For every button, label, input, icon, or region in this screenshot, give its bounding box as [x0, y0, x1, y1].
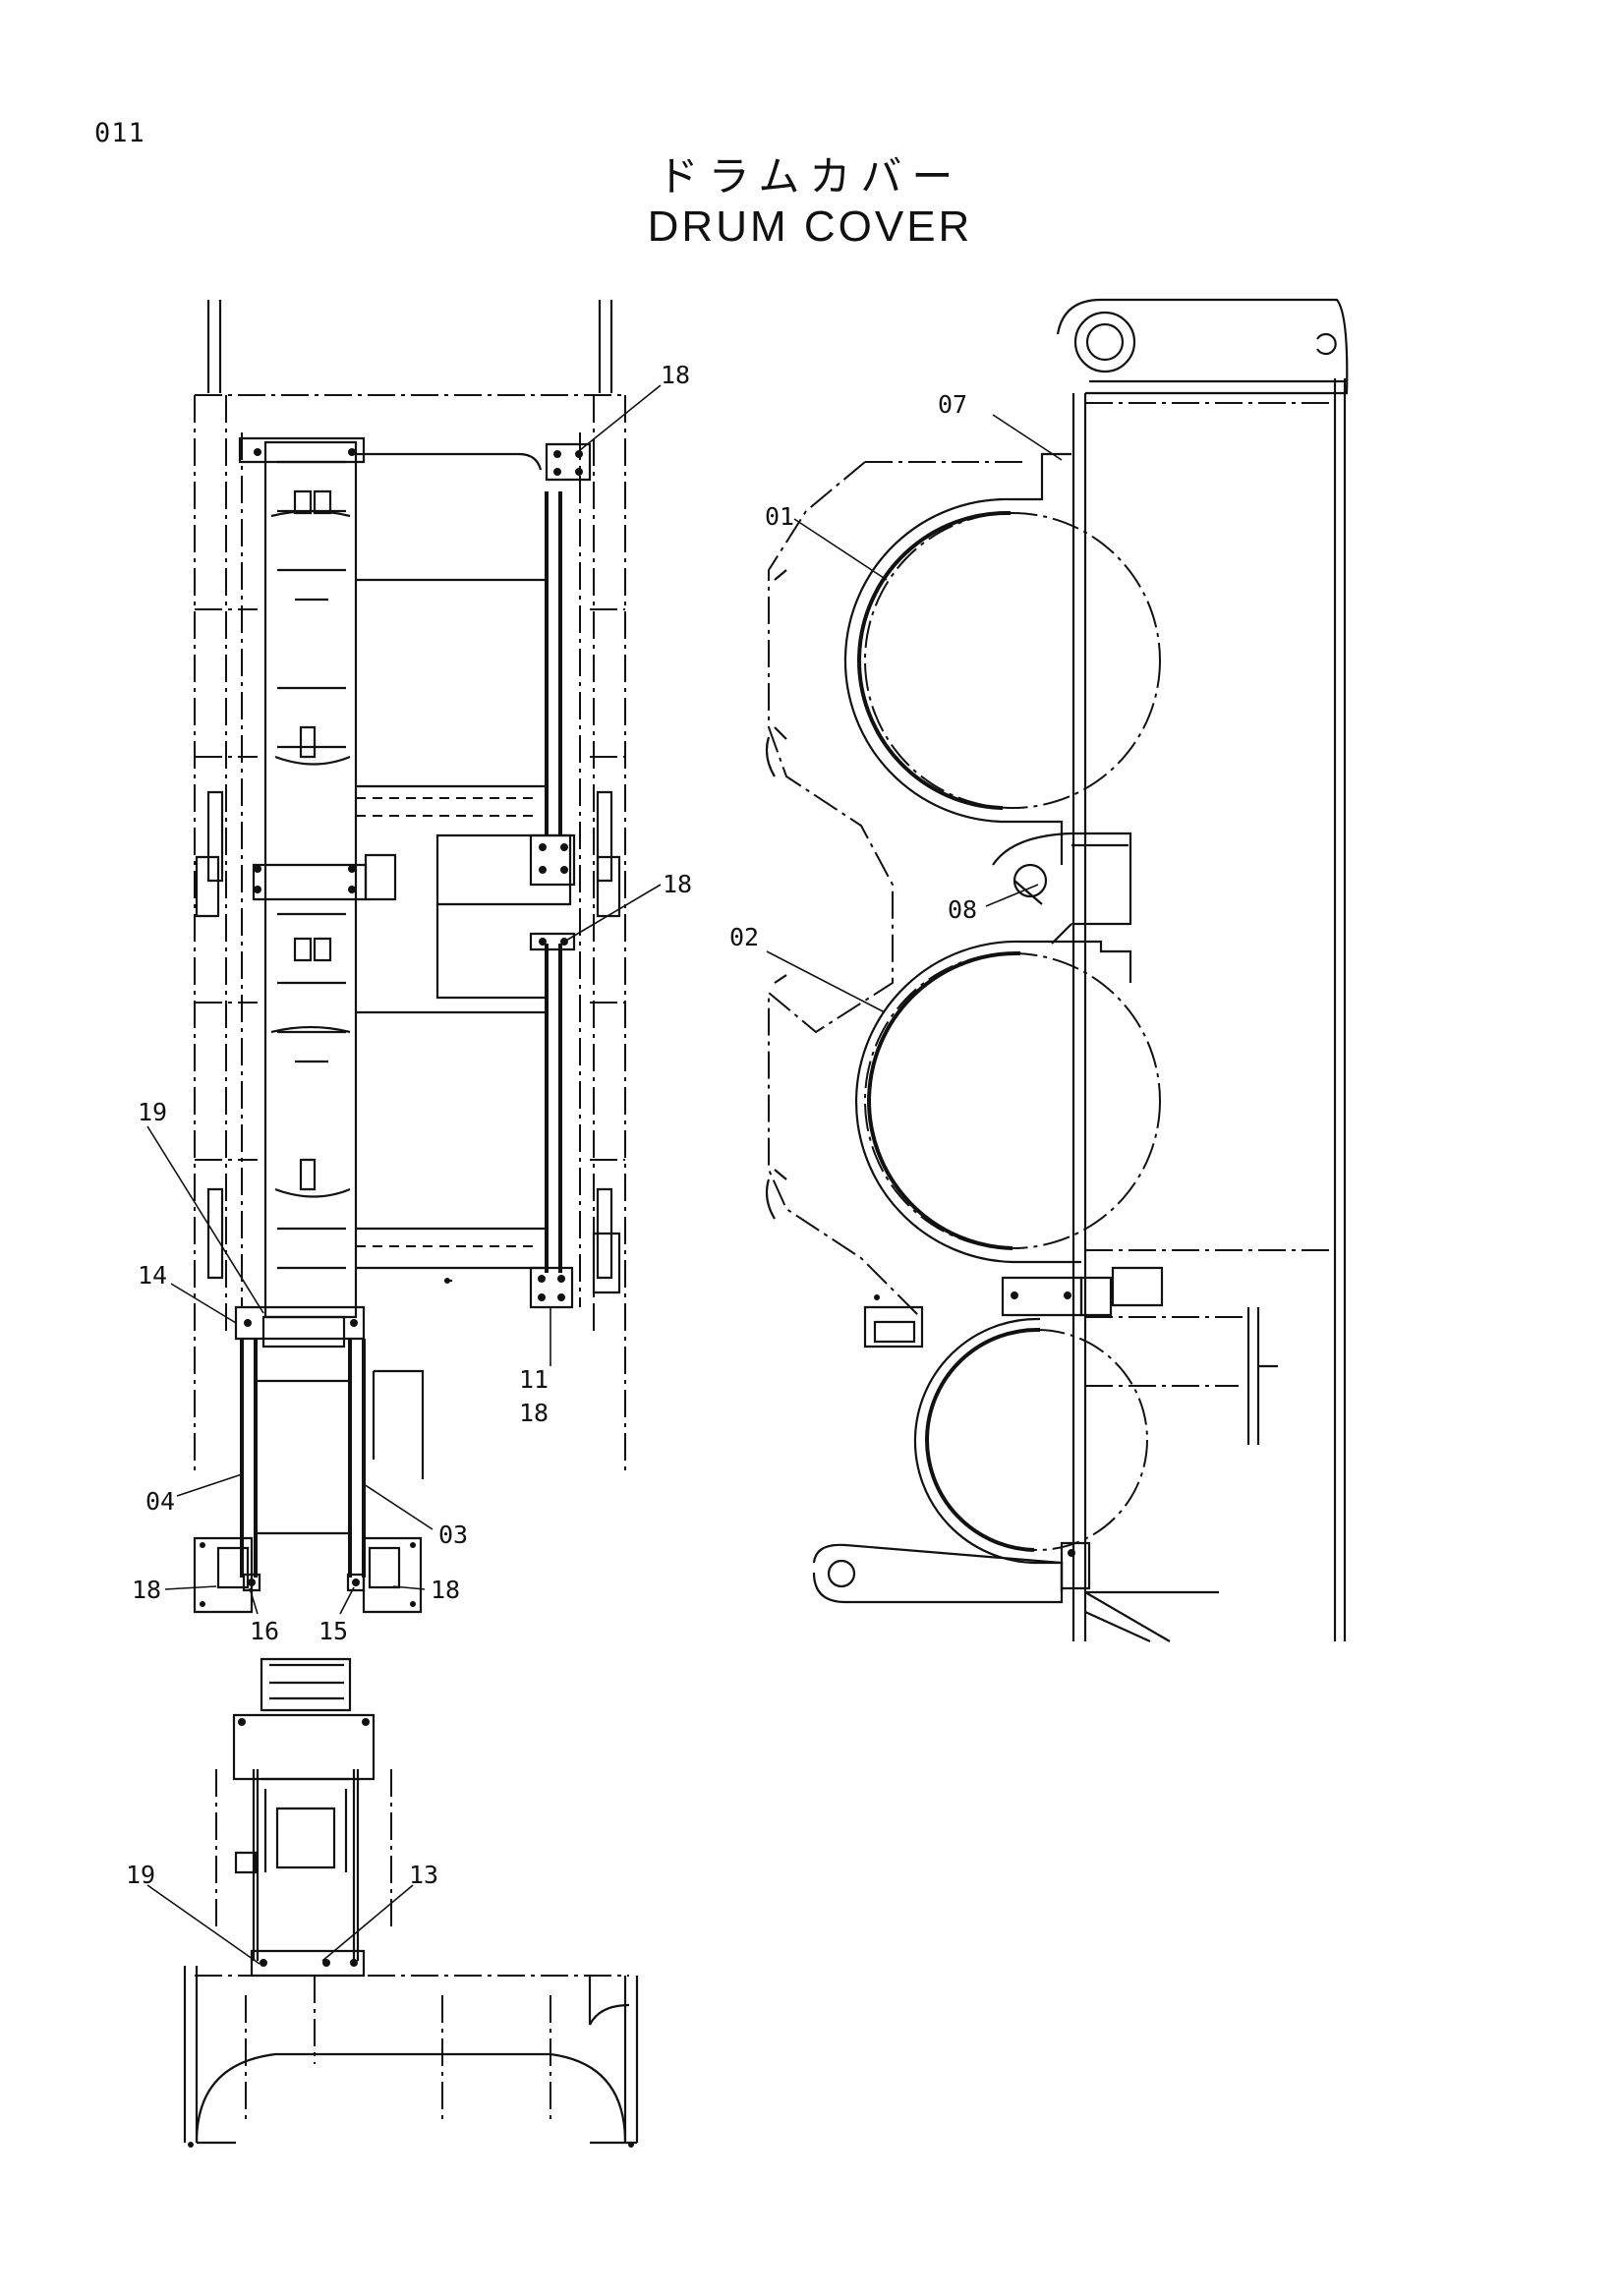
callout-18: 18 — [132, 1576, 161, 1604]
callout-14: 14 — [138, 1261, 167, 1290]
front-view — [183, 1657, 639, 2148]
page-number: 011 — [94, 118, 145, 148]
callout-01: 01 — [765, 502, 794, 531]
callout-18: 18 — [663, 870, 692, 898]
callout-19: 19 — [126, 1861, 155, 1889]
callout-labels: 18 07 01 18 08 02 19 14 11 18 04 03 18 1… — [126, 361, 977, 1889]
callout-08: 08 — [948, 895, 977, 924]
title-japanese: ドラムカバー — [657, 152, 963, 201]
callout-02: 02 — [729, 923, 759, 951]
callout-18: 18 — [661, 361, 690, 389]
callout-16: 16 — [250, 1617, 279, 1645]
callout-11: 11 — [519, 1365, 549, 1394]
callout-15: 15 — [318, 1617, 348, 1645]
callout-leaders — [146, 384, 1063, 1965]
callout-04: 04 — [145, 1487, 175, 1516]
callout-13: 13 — [409, 1861, 438, 1889]
callout-03: 03 — [438, 1521, 468, 1549]
top-view — [193, 300, 626, 1614]
callout-19: 19 — [138, 1098, 167, 1126]
title-english: DRUM COVER — [647, 202, 973, 251]
callout-18: 18 — [519, 1399, 549, 1427]
side-view — [765, 298, 1349, 1643]
callout-07: 07 — [938, 390, 967, 419]
callout-18: 18 — [431, 1576, 460, 1604]
